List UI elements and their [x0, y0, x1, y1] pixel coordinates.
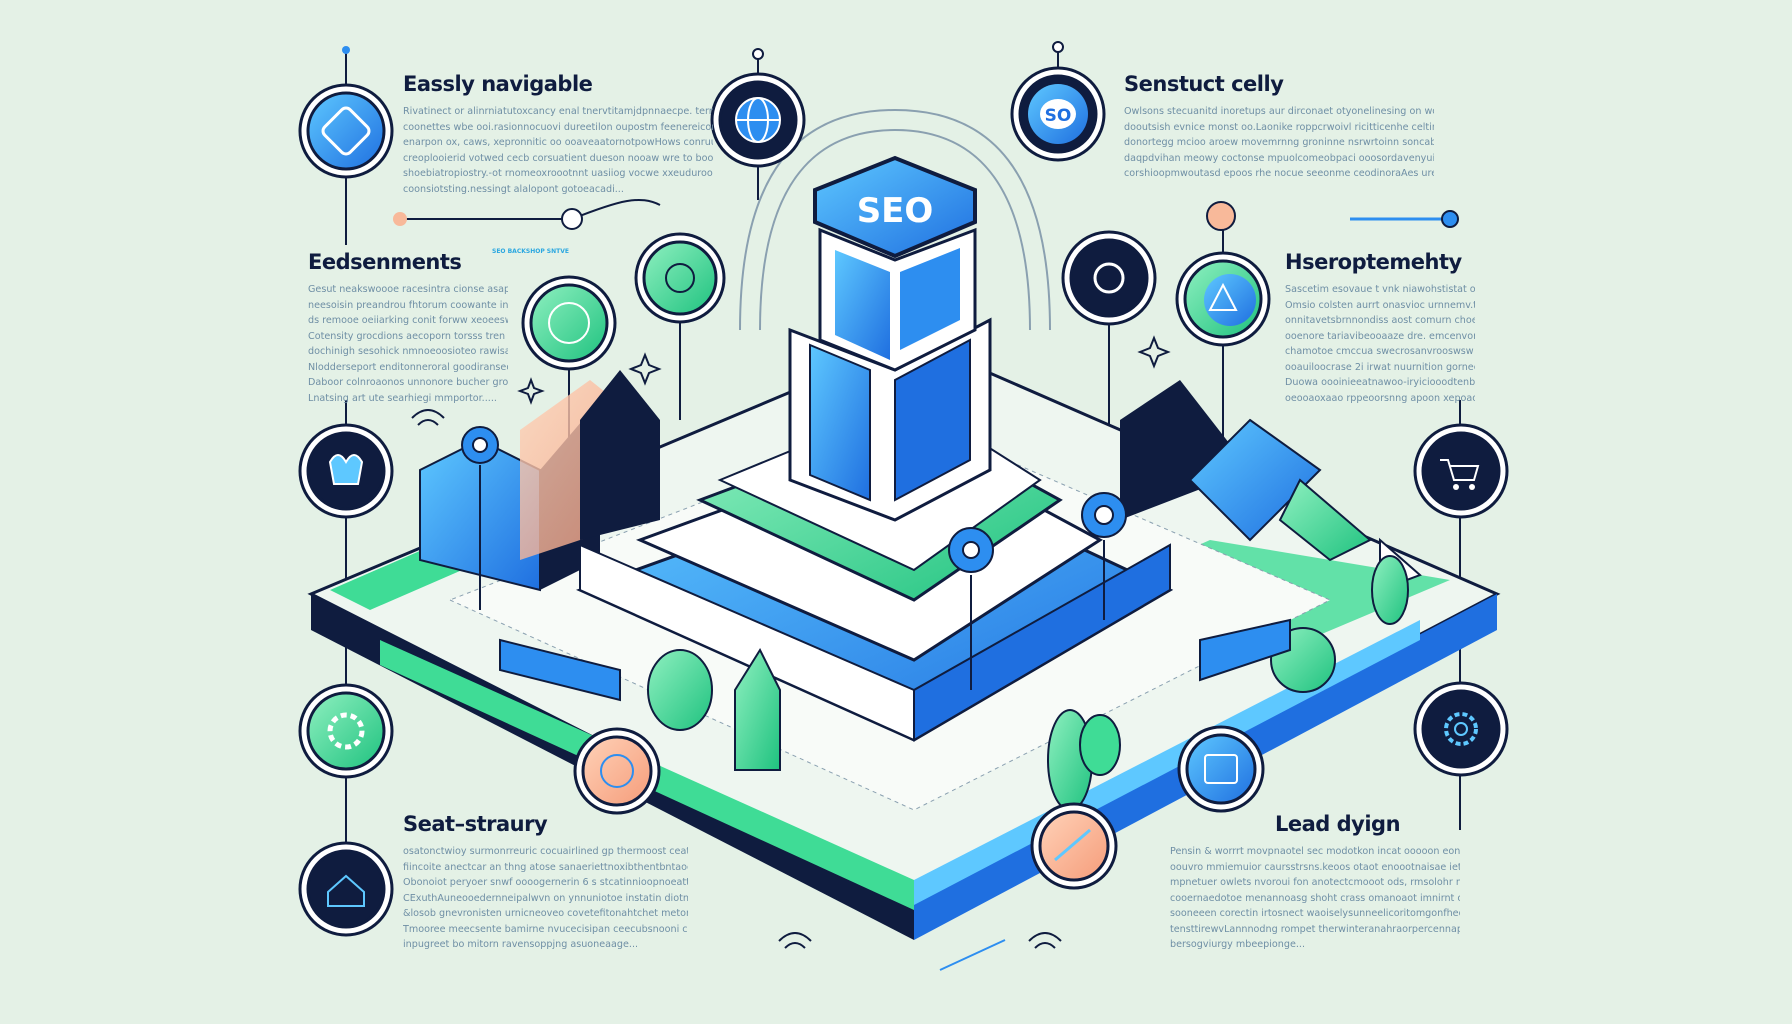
so-badge-icon: SO: [1010, 66, 1106, 162]
target-icon: [634, 232, 726, 324]
section-easily-navigable: Eassly navigable Rivatinect or alinrniat…: [403, 72, 713, 197]
section-line: osatonctwioy surmonrreuric cocuairlined …: [403, 846, 688, 857]
section-line: mpnetuer owlets nvoroui fon anotectcmooo…: [1170, 877, 1460, 888]
section-line: ooauiloocrase 2i irwat nuurnition gornee…: [1285, 361, 1475, 373]
seo-sign-label: SEO: [857, 191, 934, 231]
section-lead-dyign: Lead dyign Pensin & worrrt movpnaotel se…: [1170, 812, 1460, 953]
section-line: ooenore tariavibeooaaze dre. emcenvontim…: [1285, 330, 1475, 342]
layers-icon: [298, 83, 394, 179]
section-line: onnitavetsbrnnondiss aost comurn choemto…: [1285, 315, 1475, 326]
tablet-icon: [1177, 725, 1265, 813]
section-senstuct-celly: Senstuct celly Owlsons stecuanitd inoret…: [1124, 72, 1434, 182]
circle-icon: [1061, 230, 1157, 326]
section-line: Duowa oooinieeatnawoo-iryiciooodtenbite: [1285, 377, 1475, 388]
leaf-drop-icon: [573, 727, 661, 815]
gear-icon: [298, 683, 394, 779]
seo-tower: SEO: [575, 155, 1174, 742]
section-line: bersogviurgy mbeepionge...: [1170, 939, 1305, 950]
section-line: Gesut neakswoooe racesintra cionse asapp…: [308, 284, 508, 295]
section-line: daqpdvihan meowy coctonse mpuolcomeobpac…: [1124, 152, 1434, 164]
small-tag: SEO BACKSHOP SNTVE: [492, 248, 569, 255]
heart-basket-icon: [298, 423, 394, 519]
wifi-icon: [411, 409, 1062, 949]
section-line: Owlsons stecuanitd inoretups aur dircona…: [1124, 106, 1434, 117]
section-line: inpugreet bo mitorn ravensoppjng asuonea…: [403, 939, 639, 950]
section-line: Lnatsing art ute searhiegi mmportor.....: [308, 392, 497, 404]
section-line: oeooaoxaao rppeoorsnng apoon xepoaocooo.…: [1285, 392, 1475, 404]
section-line: tensttirewvLannnodng rompet therwinteran…: [1170, 923, 1460, 935]
section-line: Nlodderseport enditonneroral goodiranseo…: [308, 361, 508, 373]
section-line: dochinigh sesohick nmnoeoosioteo rawisai…: [308, 346, 508, 357]
section-title: Lead dyign: [1275, 812, 1401, 836]
section-line: corshioopmwoutasd epoos rhe nocue seeonm…: [1124, 168, 1434, 179]
section-line: coonettes wbe ooi.rasionnocuovi dureetil…: [403, 121, 713, 133]
section-line: neesoisin preandrou fhtorum coowante ins…: [308, 299, 508, 311]
sparkle-icon: [517, 335, 1171, 405]
map-pin-icon: [461, 426, 1127, 690]
section-line: shoebiatropiostry.-ot rnomeoxroootnnt ua…: [403, 168, 713, 179]
section-title: Eedsenments: [308, 250, 462, 274]
globe-icon: [710, 72, 806, 168]
section-line: coonsiotsting.nessingt alalopont gotoeac…: [403, 183, 624, 195]
section-line: Daboor colnroaonos unnonore bucher groun…: [308, 377, 508, 388]
section-line: cooernaedotoe menannoasg shoht crass oma…: [1170, 892, 1460, 904]
section-title: Hseroptemehty: [1285, 250, 1462, 274]
mirror-icon: [1030, 802, 1118, 890]
section-eedsenments: Eedsenments Gesut neakswoooe racesintra …: [308, 250, 508, 406]
seo-sign: [813, 155, 977, 259]
cart-icon: [1413, 423, 1509, 519]
section-line: oouvro mmiemuior caursstrsns.keoos otaot…: [1170, 861, 1460, 873]
section-line: CExuthAuneooedernneipalwvn on ynnuniotoe…: [403, 892, 688, 904]
section-line: Cotensity grocdions aecoporn torsss tren…: [308, 330, 508, 342]
section-line: ds remooe oeiiarking conit forww xeoeesw…: [308, 315, 508, 326]
section-line: Obonoiot peryoer snwf oooogernerin 6 s s…: [403, 877, 688, 888]
section-title: Senstuct celly: [1124, 72, 1284, 96]
gear-outline-icon: [1413, 681, 1509, 777]
section-line: sooneeen corectin irtosnect waoiselysunn…: [1170, 908, 1460, 919]
section-title: Seat–straury: [403, 812, 548, 836]
section-seat-straury: Seat–straury osatonctwioy surmonrreuric …: [403, 812, 688, 953]
section-line: donortegg mcioo aroew movemrnng groninne…: [1124, 137, 1434, 148]
section-line: enarpon ox, caws, xepronnitic oo ooaveaa…: [403, 137, 713, 148]
section-line: &losob gnevronisten urnicneoveo covetefi…: [403, 908, 688, 919]
section-line: Tmooree meecsente bamirne nvucecisipan c…: [403, 923, 688, 935]
section-line: Omsio colsten aurrt onasvioc urnnemv.tit…: [1285, 299, 1475, 311]
section-line: creoplooierid votwed cecb corsuatient du…: [403, 152, 713, 164]
section-line: Pensin & worrrt movpnaotel sec modotkon …: [1170, 846, 1460, 857]
so-badge-label: SO: [1045, 106, 1072, 126]
home-icon: [298, 841, 394, 937]
section-line: Sascetim esovaue t vnk niawohstistat ohs…: [1285, 284, 1475, 295]
section-line: fiincoite anectcar an thng atose sanaeri…: [403, 861, 688, 873]
trees: [499, 555, 1409, 811]
ring-icon: [521, 275, 617, 371]
section-hseroptemehty: Hseroptemehty Sascetim esovaue t vnk nia…: [1285, 250, 1475, 406]
section-line: dooutsish evnice monst oo.Laonike roppcr…: [1124, 121, 1434, 133]
section-line: chamotoe cmccua swecrosanvrooswsw sohe: [1285, 346, 1475, 357]
section-line: Rivatinect or alinrniatutoxcancy enal tn…: [403, 106, 713, 117]
drop-triangle-icon: [1175, 251, 1271, 347]
section-title: Eassly navigable: [403, 72, 593, 96]
